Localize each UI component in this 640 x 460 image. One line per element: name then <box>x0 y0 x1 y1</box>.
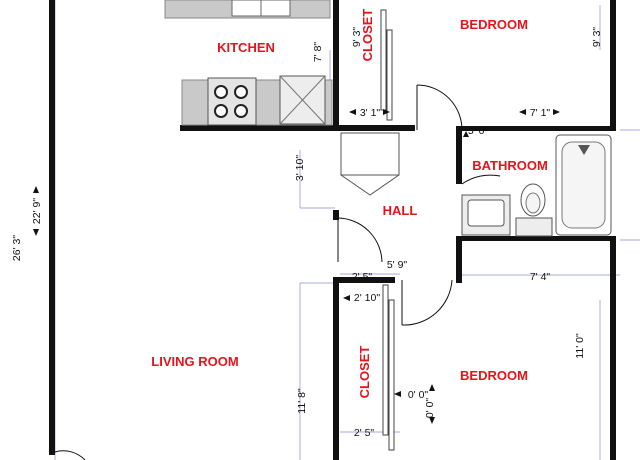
wall-closet-top-bottom <box>333 125 415 131</box>
dim-closet-opening: 2' 5" <box>352 271 373 283</box>
wall-hall-left <box>333 210 339 220</box>
closet-doors <box>380 9 395 451</box>
room-label-kitchen: KITCHEN <box>217 40 275 55</box>
dim-bedroom-bottom-height: 11' 0" <box>574 333 586 359</box>
dim-closet-bottom-depth-b: 0' 0" <box>424 398 436 419</box>
dim-hall-width: 5' 9" <box>387 259 408 271</box>
dim-bedroom-top-height: 9' 3" <box>591 27 603 48</box>
wall-kitchen-bottom <box>180 125 335 131</box>
hall-cabinet <box>340 132 400 196</box>
door-swing-living <box>54 450 86 460</box>
wall-bath-left-upper <box>456 126 462 184</box>
kitchen-fixtures <box>164 0 333 126</box>
wall-right-upper <box>610 0 616 131</box>
room-label-living-room: LIVING ROOM <box>151 354 238 369</box>
bathroom-fixtures <box>461 134 612 237</box>
wall-bedroom-bottom-top <box>333 277 395 283</box>
closet-top-door <box>380 9 387 111</box>
room-label-bedroom-top: BEDROOM <box>460 17 528 32</box>
stove <box>207 77 257 126</box>
wall-closet-bottom-left <box>333 277 339 460</box>
wall-bath-bottom <box>456 236 616 241</box>
room-label-closet-top: CLOSET <box>360 9 375 62</box>
stove-burner-icon <box>214 85 248 118</box>
wall-right-lower <box>610 236 616 460</box>
wall-bedroom-bottom-right <box>456 277 462 283</box>
dim-living-height: 22' 9" <box>31 198 43 224</box>
doors <box>54 84 501 460</box>
door-swing-bedroom-bottom <box>401 279 453 326</box>
room-label-bathroom: BATHROOM <box>472 158 548 173</box>
door-swing-bedroom-top <box>416 84 463 131</box>
dim-closet-bottom-width2: 2' 5" <box>354 427 375 439</box>
dim-closet-bottom-depth-a: 0' 0" <box>408 389 429 401</box>
closet-bottom-door-2 <box>388 299 395 451</box>
dim-bath-top-width: 5' 0" <box>468 125 489 137</box>
room-label-bedroom-bottom: BEDROOM <box>460 368 528 383</box>
dim-kitchen-depth: 7' 8" <box>312 42 324 63</box>
dim-bedroom-bottom-width: 7' 4" <box>530 271 551 283</box>
closet-top-door-2 <box>386 29 393 121</box>
dimension-arrows <box>33 109 560 424</box>
dim-closet-bottom-width: 2' 10" <box>354 292 380 304</box>
wall-closet-top-left <box>333 0 339 131</box>
dim-overall-height: 26' 3" <box>11 235 23 261</box>
dim-hall-height: 3' 10" <box>294 155 306 181</box>
dim-bedroom-top-width: 7' 1" <box>530 107 551 119</box>
wall-bath-left-lower <box>456 238 462 278</box>
dim-closet-top-height: 9' 3" <box>351 27 363 48</box>
room-label-closet-bottom: CLOSET <box>357 346 372 399</box>
wall-left-exterior <box>49 0 55 455</box>
wall-bath-top <box>462 126 616 131</box>
door-swing-bathroom <box>461 174 501 185</box>
closet-bottom-door <box>382 284 389 436</box>
walls <box>49 0 616 460</box>
dim-closet-top-width: 3' 1" <box>360 107 381 119</box>
door-swing-hall <box>337 217 383 263</box>
dim-closet-bottom-height: 11' 8" <box>296 388 308 414</box>
room-label-hall: HALL <box>383 203 418 218</box>
